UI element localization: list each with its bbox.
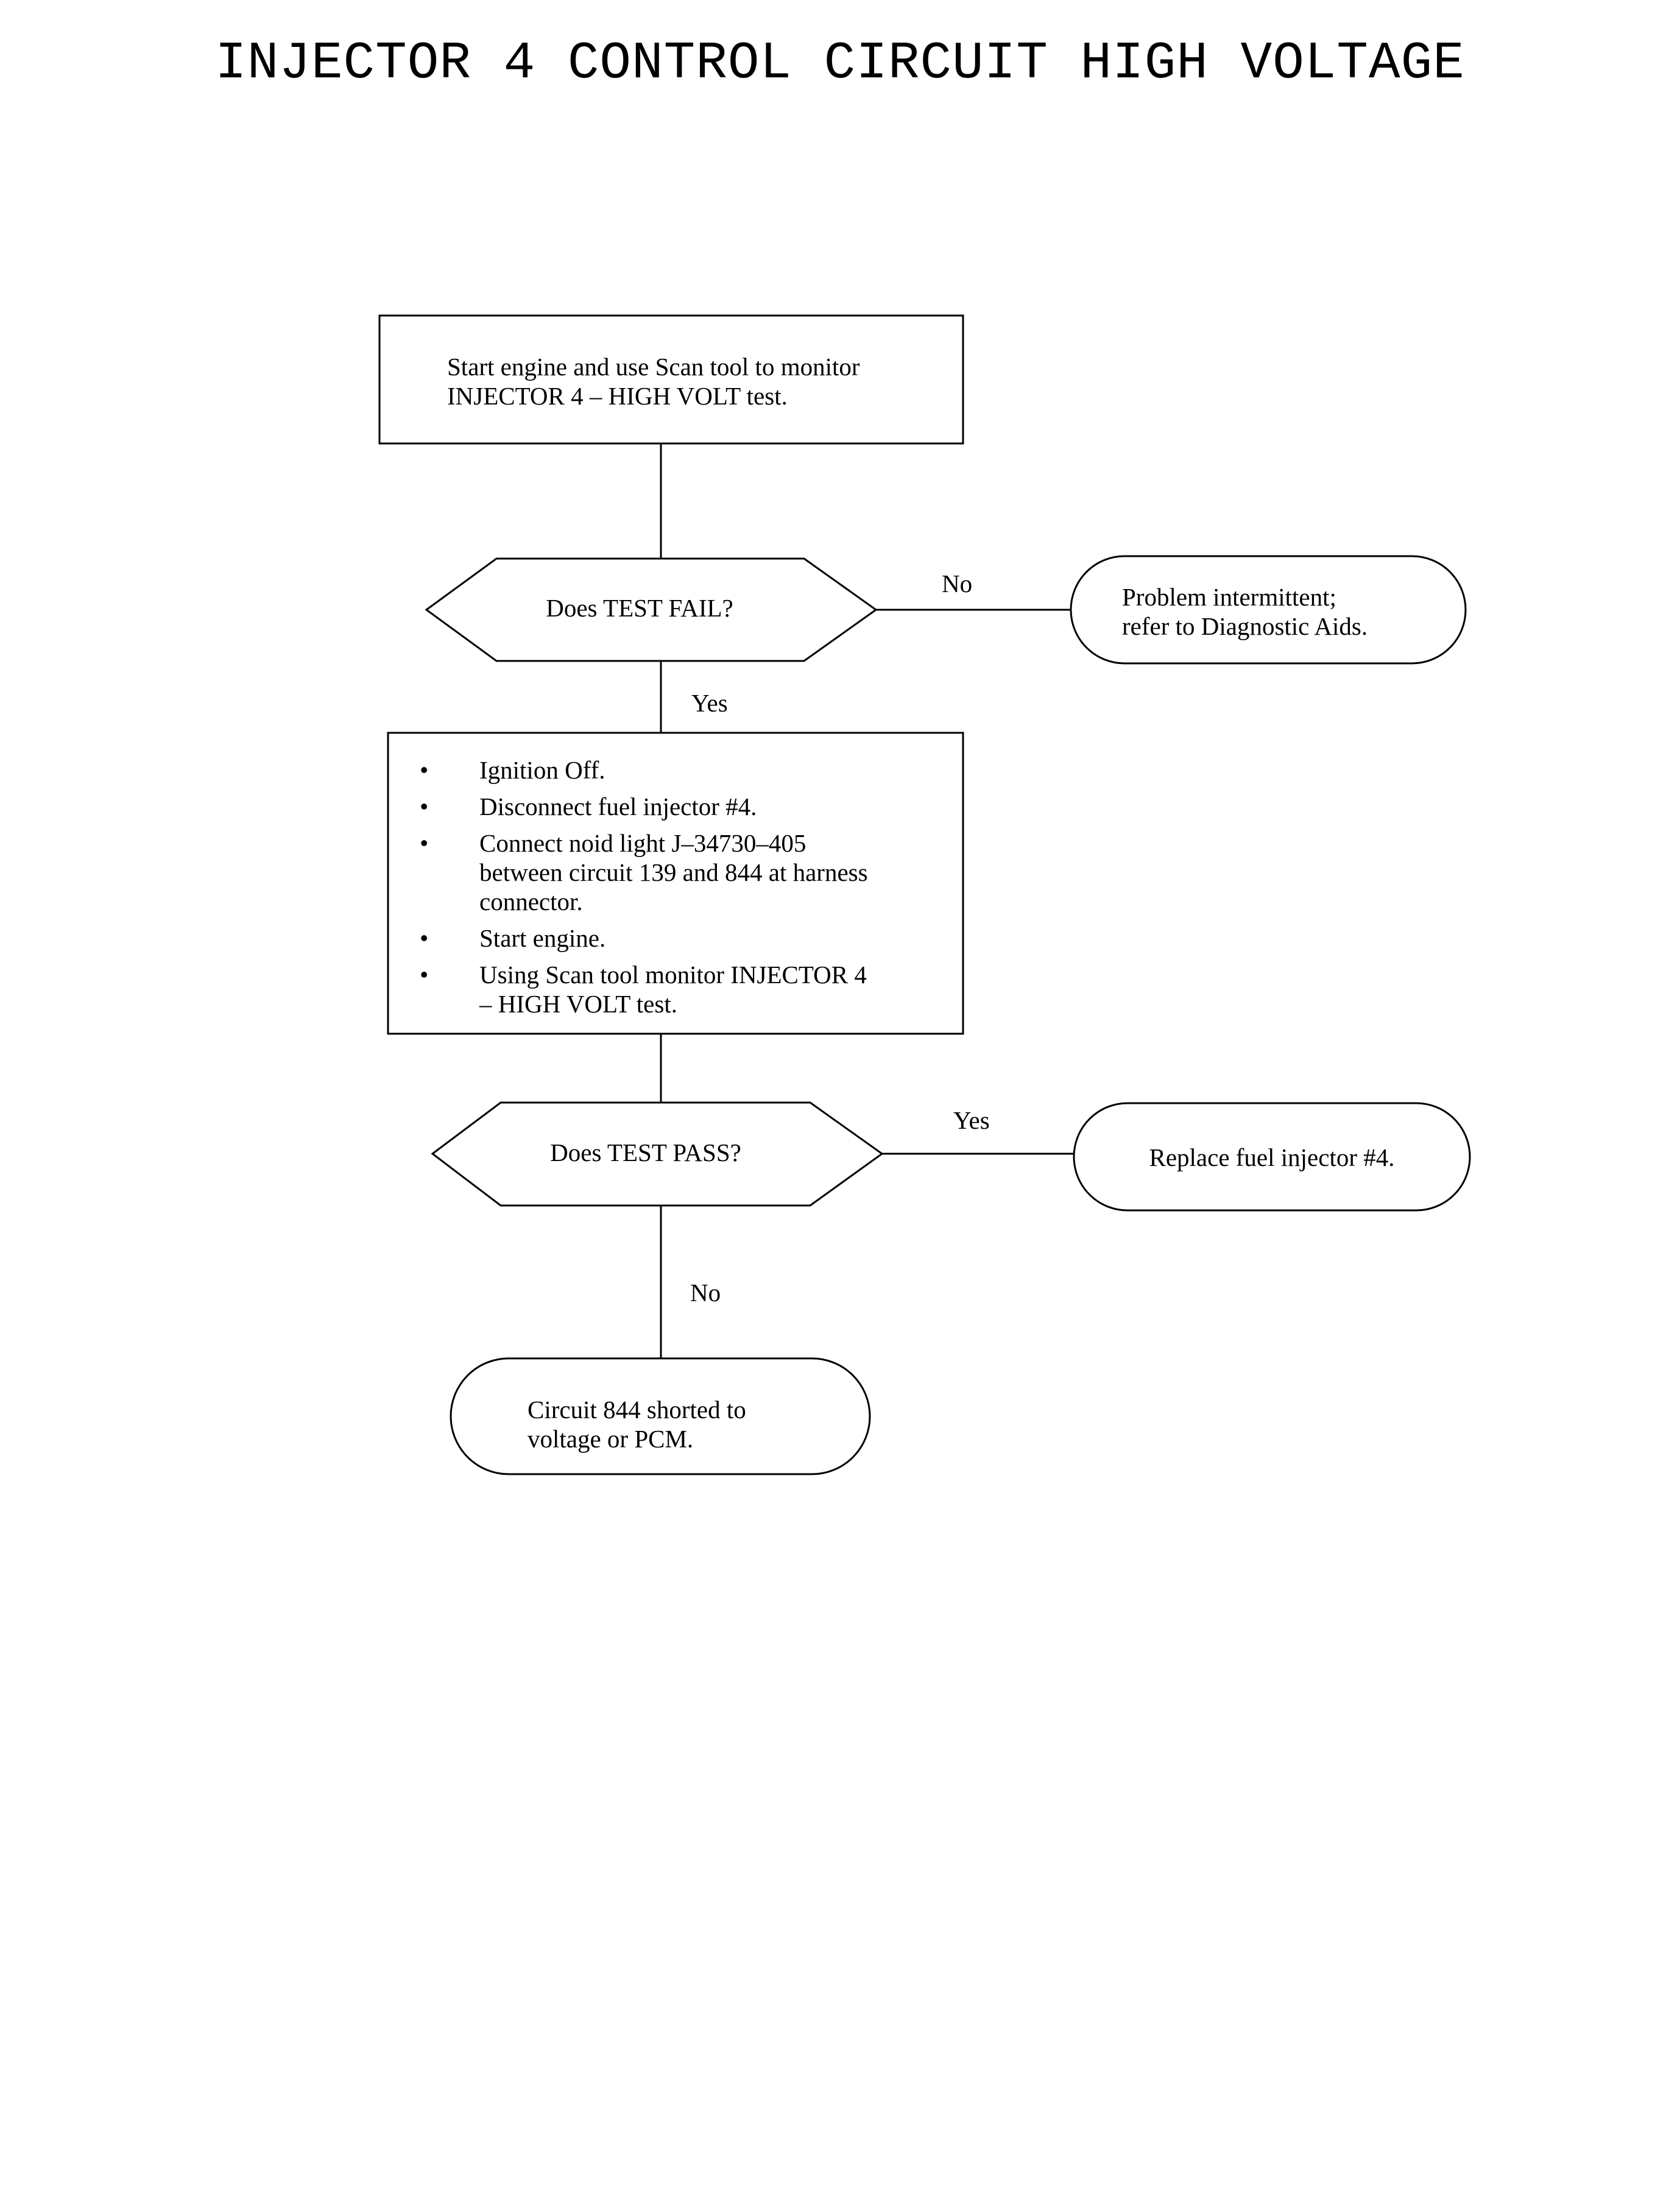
start-box-line: INJECTOR 4 – HIGH VOLT test. [447, 382, 788, 410]
terminal-short-line: Circuit 844 shorted to [528, 1396, 746, 1424]
decision2-yes-label: Yes [953, 1106, 990, 1134]
terminal-replace-injector [1073, 1102, 1471, 1212]
steps-bullet-item: • Ignition Off. [388, 755, 868, 785]
terminal-replace-text: Replace fuel injector #4. [1149, 1143, 1395, 1171]
start-process-box [378, 314, 964, 445]
steps-bullet-line: between circuit 139 and 844 at harness [479, 858, 868, 886]
steps-bullet-line: Ignition Off. [479, 756, 605, 784]
terminal-intermittent-text: Problem intermittent; refer to Diagnosti… [1122, 582, 1368, 641]
terminal-problem-intermittent [1070, 555, 1467, 665]
bullet-dot-icon: • [420, 793, 429, 821]
decision-test-fail-label: Does TEST FAIL? [546, 594, 733, 622]
terminal-intermittent-line: Problem intermittent; [1122, 583, 1336, 611]
steps-bullet-item: • Using Scan tool monitor INJECTOR 4– HIG… [388, 960, 868, 1019]
decision-test-pass [431, 1101, 884, 1207]
bullet-dot-icon: • [420, 756, 429, 784]
steps-bullet-item: • Disconnect fuel injector #4. [388, 792, 868, 821]
steps-bullet-item: • Start engine. [388, 923, 868, 953]
start-box-line: Start engine and use Scan tool to monito… [447, 353, 860, 381]
steps-bullet-list: • Ignition Off. • Disconnect fuel injector … [388, 755, 868, 1026]
steps-bullet-line: connector. [479, 888, 583, 916]
start-box-text: Start engine and use Scan tool to monito… [447, 352, 860, 411]
terminal-short-line: voltage or PCM. [528, 1425, 694, 1453]
decision-test-fail [425, 557, 878, 662]
steps-bullet-line: Connect noid light J–34730–405 [479, 829, 806, 857]
steps-bullet-line: Disconnect fuel injector #4. [479, 793, 757, 821]
terminal-circuit-shorted [450, 1357, 871, 1475]
decision2-no-label: No [690, 1279, 721, 1307]
terminal-intermittent-line: refer to Diagnostic Aids. [1122, 612, 1368, 640]
steps-bullet-line: Using Scan tool monitor INJECTOR 4 [479, 961, 867, 989]
decision1-yes-label: Yes [691, 689, 728, 717]
steps-process-box [387, 732, 964, 1035]
steps-bullet-line: – HIGH VOLT test. [479, 990, 677, 1018]
steps-bullet-line: Start engine. [479, 924, 606, 952]
bullet-dot-icon: • [420, 829, 429, 857]
terminal-short-text: Circuit 844 shorted to voltage or PCM. [528, 1395, 746, 1453]
decision1-no-label: No [942, 570, 973, 598]
bullet-dot-icon: • [420, 924, 429, 952]
page-title: INJECTOR 4 CONTROL CIRCUIT HIGH VOLTAGE [215, 34, 1465, 93]
decision-test-pass-label: Does TEST PASS? [550, 1139, 741, 1167]
bullet-dot-icon: • [420, 961, 429, 989]
